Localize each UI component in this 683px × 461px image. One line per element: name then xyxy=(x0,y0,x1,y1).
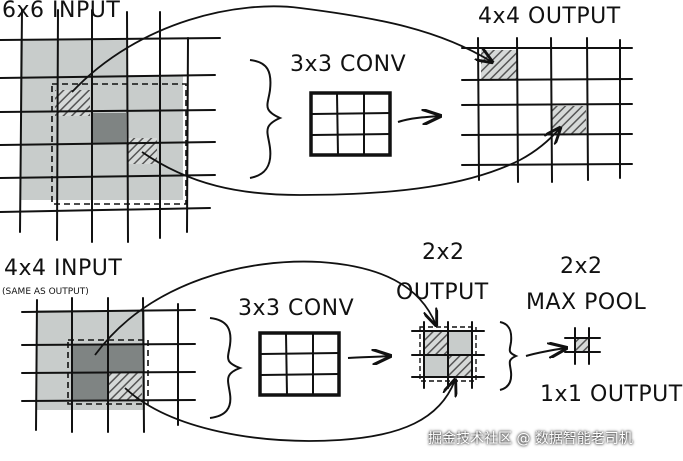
output-4x4-shading xyxy=(481,50,586,134)
mapping-curve-top xyxy=(71,5,492,93)
output-2x2-grid xyxy=(411,321,485,389)
diagram-canvas xyxy=(0,5,633,442)
watermark: 掘金技术社区 @ 数据智能老司机 xyxy=(428,431,633,447)
brace-bottom xyxy=(209,317,243,419)
cnn-diagram: 6x6 INPUT 4x4 OUTPUT 3x3 CONV 4x4 INPUT … xyxy=(0,0,682,447)
conv-kernel-bottom xyxy=(258,331,341,397)
label-maxpool-line2: MAX POOL xyxy=(526,290,647,315)
label-1x1-output: 1x1 OUTPUT xyxy=(540,382,683,407)
input-4x4-grid xyxy=(21,297,196,433)
label-conv-bottom: 3x3 CONV xyxy=(238,296,355,321)
arrow-conv-to-output-bottom xyxy=(347,356,390,358)
mapping-curve-top-lower xyxy=(141,128,560,196)
output-2x2-shading xyxy=(424,331,472,377)
label-same-as-output: (SAME AS OUTPUT) xyxy=(2,287,89,297)
brace-top xyxy=(249,59,283,179)
output-1x1 xyxy=(564,327,601,365)
mapping-curve-bottom-lower xyxy=(124,380,455,442)
input-6x6-shading xyxy=(20,40,183,200)
input-6x6-grid xyxy=(0,9,221,243)
label-conv-top: 3x3 CONV xyxy=(290,52,407,77)
label-6x6-input: 6x6 INPUT xyxy=(2,0,121,23)
arrow-to-1x1 xyxy=(525,348,566,356)
label-4x4-input: 4x4 INPUT xyxy=(4,256,123,281)
label-2x2-output-line1: 2x2 xyxy=(422,240,465,265)
label-4x4-output: 4x4 OUTPUT xyxy=(478,4,621,29)
input-4x4-shading xyxy=(37,310,145,410)
arrow-conv-to-output-top xyxy=(397,116,440,122)
conv-kernel-top xyxy=(309,91,392,157)
input-6x6-receptive-field xyxy=(51,83,187,205)
label-2x2-output-line2: OUTPUT xyxy=(396,280,489,305)
label-maxpool-line1: 2x2 xyxy=(560,254,603,279)
mapping-curve-bottom xyxy=(94,260,436,356)
brace-maxpool xyxy=(499,321,519,391)
